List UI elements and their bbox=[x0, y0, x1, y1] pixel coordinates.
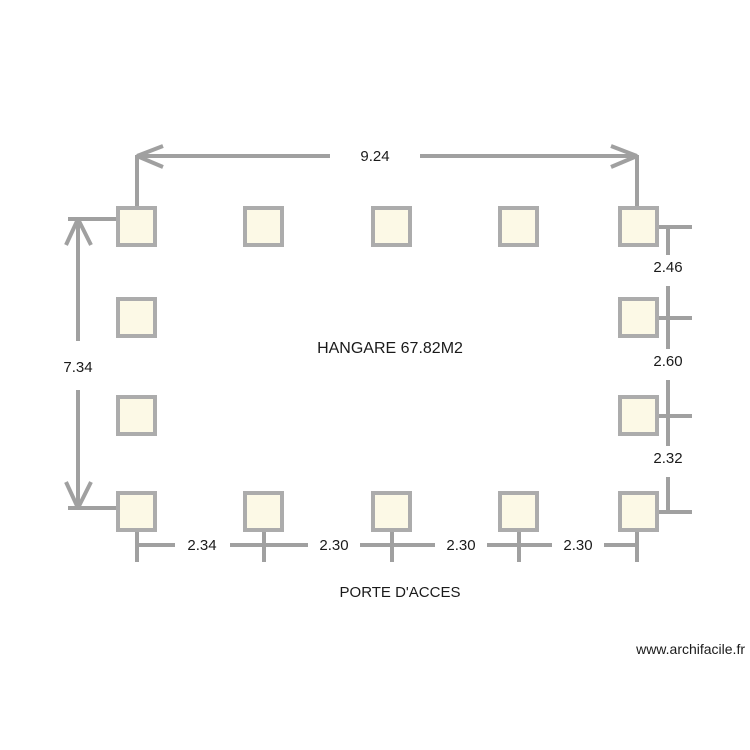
left-dimension-label: 7.34 bbox=[63, 359, 92, 376]
top-dim-arrow-left-lower bbox=[136, 154, 164, 169]
top-dimension-label: 9.24 bbox=[360, 148, 389, 165]
access-door-label: PORTE D'ACCES bbox=[340, 584, 461, 601]
posts-bottom-row[interactable] bbox=[116, 491, 659, 532]
post-top-5[interactable] bbox=[618, 206, 659, 247]
post-top-1[interactable] bbox=[116, 206, 157, 247]
posts-top-row[interactable] bbox=[116, 206, 659, 247]
post-bottom-5[interactable] bbox=[618, 491, 659, 532]
top-dim-arrow-right-lower bbox=[610, 154, 638, 169]
right-dimension-label-2: 2.60 bbox=[653, 353, 682, 370]
top-dim-arrow-left-upper bbox=[136, 144, 164, 158]
top-dim-arrow-right-upper bbox=[610, 144, 638, 158]
bottom-dimension-label-2: 2.30 bbox=[319, 537, 348, 554]
post-right-1[interactable] bbox=[618, 297, 659, 338]
post-top-2[interactable] bbox=[243, 206, 284, 247]
bottom-dimension-group: 2.34 2.30 2.30 2.30 bbox=[135, 530, 639, 562]
left-dim-arrow-down-left bbox=[64, 481, 80, 509]
post-left-1[interactable] bbox=[116, 297, 157, 338]
post-bottom-4[interactable] bbox=[498, 491, 539, 532]
left-dimension-group: 7.34 bbox=[63, 217, 122, 510]
left-dim-arrow-up-left bbox=[64, 218, 80, 246]
top-dimension-group: 9.24 bbox=[135, 144, 639, 212]
post-bottom-1[interactable] bbox=[116, 491, 157, 532]
post-left-2[interactable] bbox=[116, 395, 157, 436]
post-right-2[interactable] bbox=[618, 395, 659, 436]
left-dim-arrow-down-right bbox=[76, 481, 93, 509]
bottom-dimension-label-3: 2.30 bbox=[446, 537, 475, 554]
right-dimension-label-3: 2.32 bbox=[653, 450, 682, 467]
posts-left-column[interactable] bbox=[116, 297, 157, 436]
right-dimension-group: 2.46 2.60 2.32 bbox=[653, 225, 692, 514]
left-dim-arrow-up-right bbox=[76, 218, 93, 246]
post-top-3[interactable] bbox=[371, 206, 412, 247]
post-top-4[interactable] bbox=[498, 206, 539, 247]
right-dimension-label-1: 2.46 bbox=[653, 259, 682, 276]
bottom-dimension-label-1: 2.34 bbox=[187, 537, 216, 554]
post-bottom-3[interactable] bbox=[371, 491, 412, 532]
watermark-label: www.archifacile.fr bbox=[635, 641, 745, 657]
posts-right-column[interactable] bbox=[618, 297, 659, 436]
room-area-label: HANGARE 67.82M2 bbox=[317, 340, 463, 357]
bottom-dimension-label-4: 2.30 bbox=[563, 537, 592, 554]
corner-connector-group bbox=[655, 225, 682, 514]
post-bottom-2[interactable] bbox=[243, 491, 284, 532]
